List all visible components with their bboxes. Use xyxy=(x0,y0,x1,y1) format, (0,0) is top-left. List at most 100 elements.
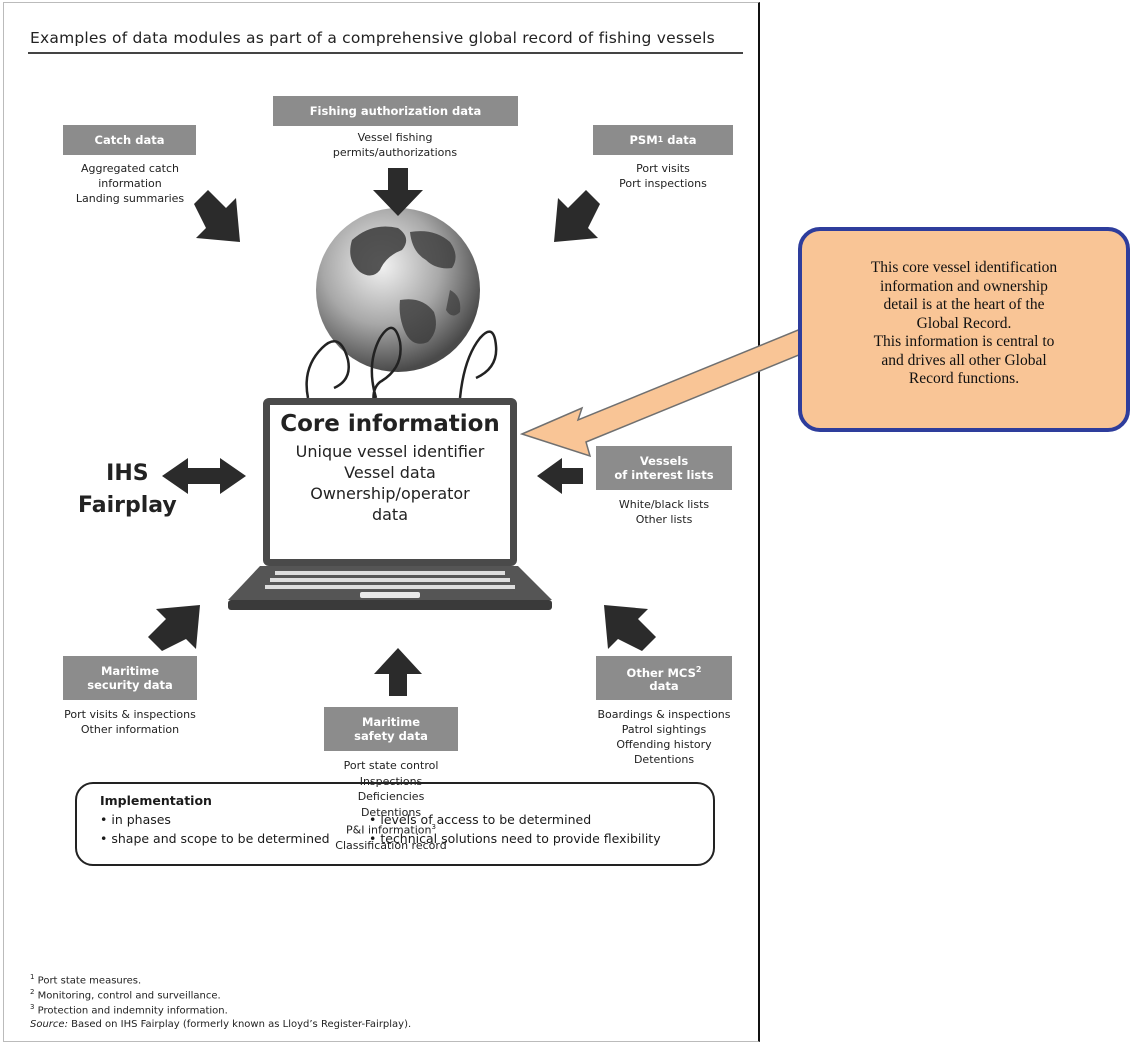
mcs-item: Patrol sightings xyxy=(621,723,707,736)
mcs-item: Detentions xyxy=(633,753,695,766)
footnote: 2 Monitoring, control and surveillance. xyxy=(30,988,221,1001)
catch-data-items: Aggregated catch information Landing sum… xyxy=(55,161,205,206)
callout-line: detail is at the heart of the xyxy=(883,296,1045,313)
core-line: Vessel data xyxy=(344,463,436,482)
security-label-line: Maritime xyxy=(100,664,160,678)
safety-label-line: safety data xyxy=(354,729,428,743)
laptop-base xyxy=(228,566,552,610)
security-label-line: security data xyxy=(87,678,173,692)
callout-line: This information is central to xyxy=(873,333,1055,350)
arrow-up-right-icon xyxy=(148,605,200,651)
core-information-screen: Core information Unique vessel identifie… xyxy=(263,398,517,566)
implementation-box: Implementation • in phases • shape and s… xyxy=(75,782,715,866)
pi-footnote-ref: 3 xyxy=(431,823,436,831)
core-line: data xyxy=(371,505,409,524)
callout-line: Record functions. xyxy=(908,370,1020,387)
safety-item: Deficiencies xyxy=(357,790,425,803)
psm-label: PSM xyxy=(629,133,658,147)
security-item: Port visits & inspections xyxy=(64,708,196,721)
maritime-security-items: Port visits & inspections Other informat… xyxy=(45,707,215,737)
psm-footnote-ref: 1 xyxy=(657,135,664,144)
vessels-item: White/black lists xyxy=(618,498,710,511)
maritime-safety-items: Port state control Inspections Deficienc… xyxy=(306,758,476,854)
mcs-label-line: data xyxy=(649,679,679,694)
title-divider xyxy=(28,52,743,54)
callout-pointer xyxy=(519,325,817,458)
vessels-of-interest-items: White/black lists Other lists xyxy=(586,497,742,527)
implementation-title: Implementation xyxy=(100,793,212,808)
psm-item: Port visits xyxy=(636,162,690,175)
footnote-number: 2 xyxy=(30,988,35,996)
ihs-fairplay-label: IHS Fairplay xyxy=(78,458,177,522)
callout-line: This core vessel identification xyxy=(870,259,1058,276)
data-flow-arrows xyxy=(148,168,656,696)
mcs-label: Other MCS xyxy=(626,665,696,680)
callout-line: Global Record. xyxy=(916,314,1012,332)
implementation-item: • levels of access to be determined xyxy=(369,812,592,827)
source-label: Source: xyxy=(30,1019,68,1030)
callout-line: information and ownership xyxy=(880,277,1048,295)
safety-label-line: Maritime xyxy=(361,715,421,729)
arrow-down-left-icon xyxy=(554,190,600,242)
core-information-title: Core information xyxy=(280,411,500,437)
implementation-item: • technical solutions need to provide fl… xyxy=(369,831,661,846)
catch-item: Landing summaries xyxy=(75,192,185,205)
catch-item: Aggregated catch xyxy=(81,162,179,175)
safety-item: Classification record xyxy=(335,839,447,853)
catch-item: information xyxy=(98,177,162,190)
fishing-auth-item: Vessel fishing xyxy=(357,131,433,144)
other-mcs-items: Boardings & inspections Patrol sightings… xyxy=(576,707,752,767)
core-line: Ownership/operator xyxy=(310,484,470,503)
vessels-of-interest-box: Vessels of interest lists xyxy=(596,446,732,490)
diagram-title: Examples of data modules as part of a co… xyxy=(30,29,715,47)
maritime-security-box: Maritime security data xyxy=(63,656,197,700)
vessels-label-line: Vessels xyxy=(639,454,689,468)
ihs-line: Fairplay xyxy=(78,493,177,518)
safety-item-pi: P&I information3 xyxy=(306,820,476,838)
footnote: 1 Port state measures. xyxy=(30,973,141,986)
core-line: Unique vessel identifier xyxy=(295,442,485,461)
ihs-line: IHS xyxy=(106,461,149,486)
security-item: Other information xyxy=(80,723,180,736)
mcs-label-line: Other MCS2 xyxy=(627,663,702,680)
psm-data-items: Port visits Port inspections xyxy=(593,161,733,191)
mcs-item: Offending history xyxy=(616,738,712,751)
double-arrow-icon xyxy=(162,458,246,494)
globe-cables xyxy=(305,326,498,419)
arrow-up-left-icon xyxy=(604,605,656,651)
vessels-label-line: of interest lists xyxy=(614,468,714,482)
vessels-item: Other lists xyxy=(635,513,693,526)
catch-data-box: Catch data xyxy=(63,125,196,155)
source-text: Based on IHS Fairplay (formerly known as… xyxy=(67,1019,412,1030)
fishing-authorization-box: Fishing authorization data xyxy=(273,96,518,126)
fishing-auth-item: permits/authorizations xyxy=(332,146,458,159)
psm-item: Port inspections xyxy=(619,177,707,190)
footnote-number: 3 xyxy=(30,1003,35,1011)
fishing-authorization-items: Vessel fishing permits/authorizations xyxy=(300,130,490,160)
safety-item: Port state control xyxy=(343,759,439,772)
arrow-left-icon xyxy=(537,458,583,494)
globe-icon xyxy=(316,208,480,372)
footnote-number: 1 xyxy=(30,973,35,981)
mcs-footnote-ref: 2 xyxy=(695,664,702,674)
source-note: Source: Based on IHS Fairplay (formerly … xyxy=(30,1019,411,1030)
mcs-item: Boardings & inspections xyxy=(597,708,731,721)
safety-item: Detentions xyxy=(360,805,422,819)
safety-item: Inspections xyxy=(359,774,423,788)
footnote: 3 Protection and indemnity information. xyxy=(30,1003,228,1016)
arrow-up-icon xyxy=(374,648,422,696)
other-mcs-box: Other MCS2 data xyxy=(596,656,732,700)
callout-box: This core vessel identification informat… xyxy=(798,227,1130,432)
maritime-safety-box: Maritime safety data xyxy=(324,707,458,751)
arrow-down-right-icon xyxy=(194,190,240,242)
psm-label-rest: data xyxy=(663,133,697,147)
callout-line: and drives all other Global xyxy=(881,351,1047,369)
arrow-down-icon xyxy=(373,168,423,216)
implementation-item: • shape and scope to be determined xyxy=(100,831,330,846)
footnote-text: Monitoring, control and surveillance. xyxy=(37,990,221,1002)
implementation-item: • in phases xyxy=(100,812,171,827)
footnote-text: Protection and indemnity information. xyxy=(37,1005,228,1017)
pi-text: P&I information xyxy=(346,823,432,837)
